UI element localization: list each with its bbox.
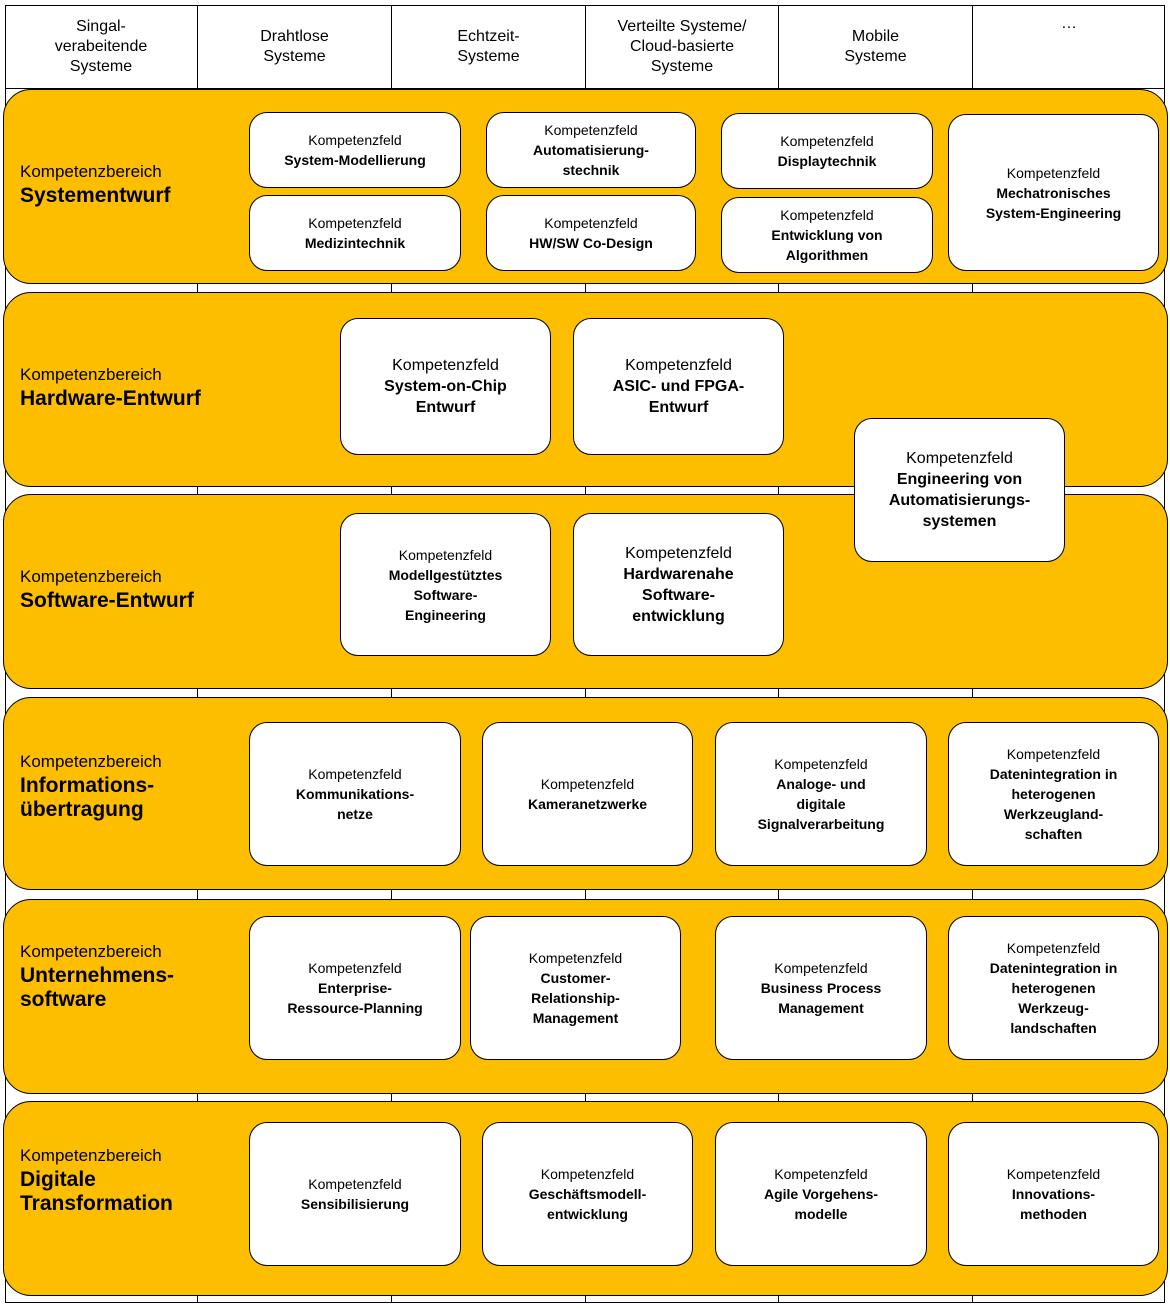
column-header: Mobile Systeme xyxy=(844,28,907,65)
area-label: Kompetenzbereich Hardware-Entwurf xyxy=(20,365,201,410)
area-label: Kompetenzbereich Software-Entwurf xyxy=(20,567,194,612)
area-label: Kompetenzbereich Digitale Transformation xyxy=(20,1146,173,1215)
header-divider xyxy=(5,88,1165,89)
area-label: Kompetenzbereich Unternehmens- software xyxy=(20,942,175,1011)
column-header: Singal- verabeitende Systeme xyxy=(54,18,148,75)
area-label: Kompetenzbereich Informations- übertragu… xyxy=(20,752,162,821)
column-header: Verteilte Systeme/ Cloud-basierte System… xyxy=(617,18,747,75)
column-header: Echtzeit- Systeme xyxy=(457,28,520,65)
area-label: Kompetenzbereich Systementwurf xyxy=(20,162,171,207)
column-header: … xyxy=(1061,15,1077,32)
column-header: Drahtlose Systeme xyxy=(260,28,329,65)
